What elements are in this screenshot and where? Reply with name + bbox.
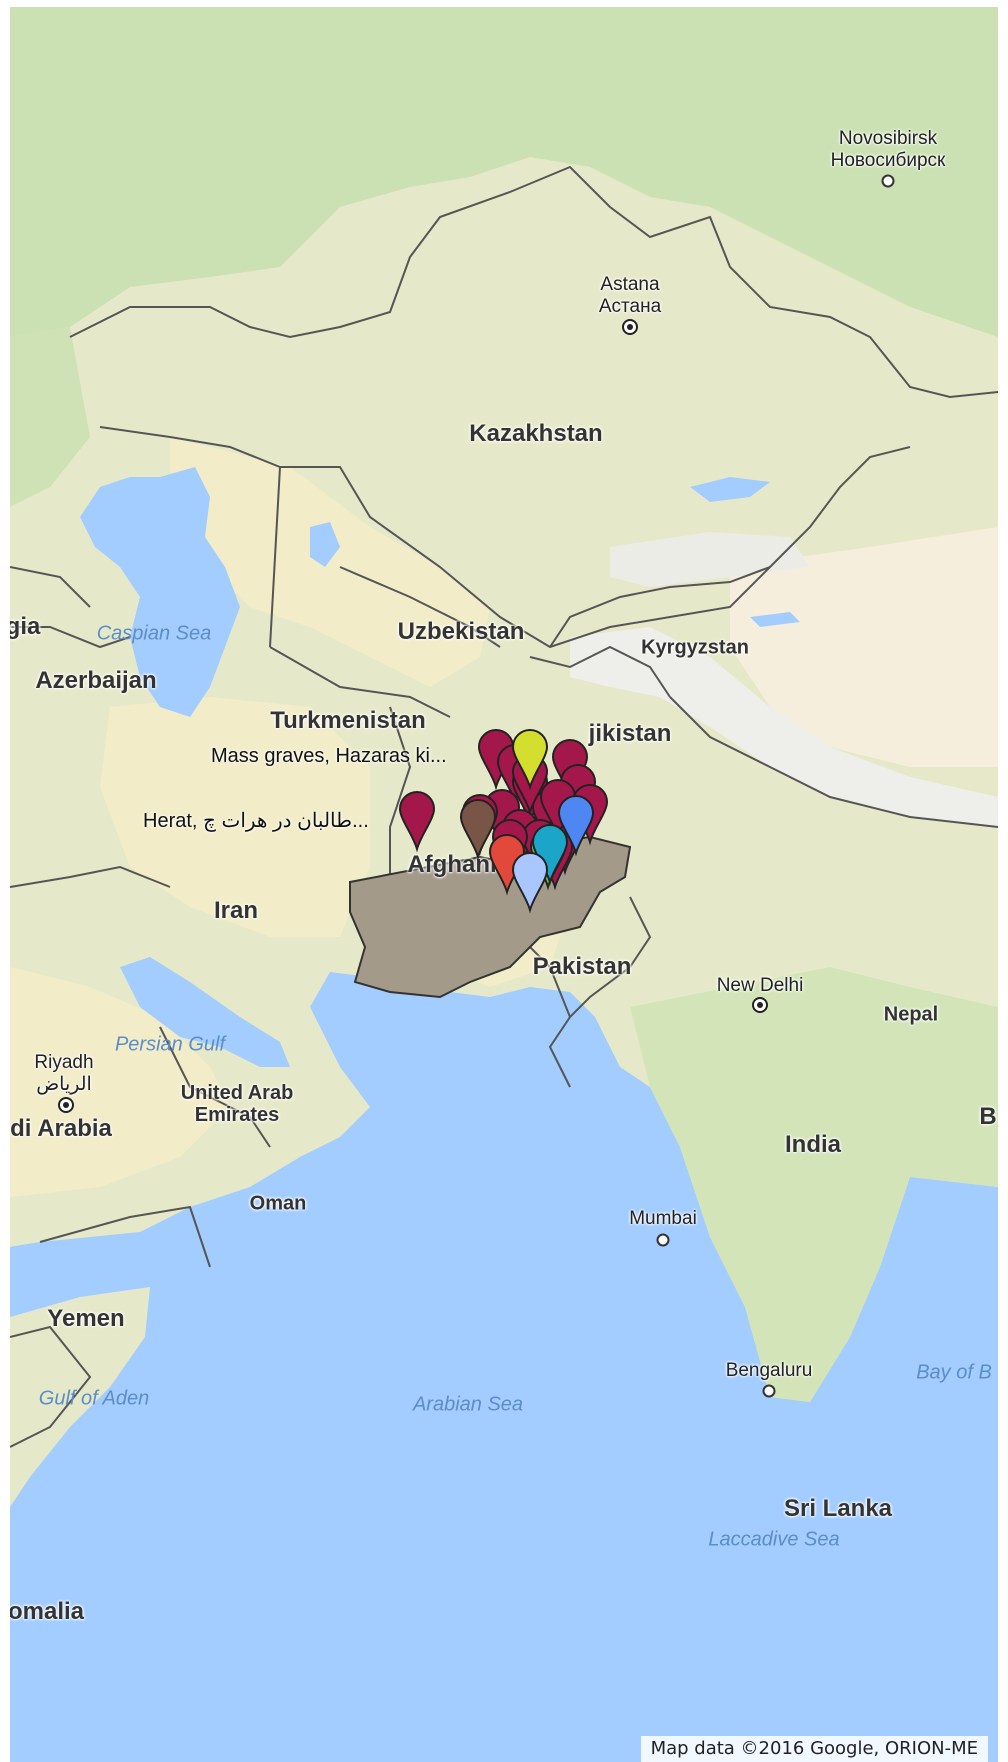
city-label: Novosibirsk Новосибирск [830,128,946,171]
desert-arabia [10,967,230,1197]
city-label: Bengaluru [725,1360,813,1381]
country-label: Uzbekistan [397,618,525,645]
lake-issyk [750,612,800,627]
country-label: B [979,1103,997,1130]
country-label: Yemen [47,1305,125,1332]
land-africa [10,1287,150,1507]
mountains-himalaya [570,627,998,827]
country-label: jikistan [588,720,672,747]
country-label: Turkmenistan [270,707,426,734]
country-label: Oman [249,1192,307,1215]
forest-north [10,7,998,337]
sea-label: Bay of B [916,1361,992,1384]
country-label: Afghani [407,851,497,878]
desert-tibet [730,527,998,767]
mountains-tianshan [610,532,810,587]
country-label: United Arab Emirates [180,1082,294,1126]
city-dot [762,1384,776,1398]
forest-india [630,967,998,1402]
sea-label: Laccadive Sea [708,1528,840,1551]
marker-label[interactable]: Herat, طالبان در هرات چ... [143,810,369,832]
persian-gulf [120,957,290,1067]
country-label: Sri Lanka [783,1495,893,1522]
country-label: gia [10,613,41,640]
capital-marker [622,319,638,335]
sea-label: Persian Gulf [114,1033,226,1056]
sea-label: Arabian Sea [412,1393,524,1416]
country-label: di Arabia [10,1115,112,1142]
city-label: Astana Астана [598,274,662,317]
caspian-sea [80,467,240,717]
red-sea [10,1242,70,1317]
map-pin-icon[interactable] [459,799,497,861]
markers-layer[interactable] [10,7,998,1762]
capital-marker [58,1097,74,1113]
map-attribution: Map data ©2016 Google, ORION-ME [640,1736,988,1762]
map-pin-icon[interactable] [557,795,595,857]
desert-iran [100,697,370,937]
city-dot [656,1233,670,1247]
country-label: Pakistan [532,953,632,980]
forest-west [10,327,90,507]
map-pin-icon[interactable] [398,791,436,853]
desert-central [170,437,490,687]
sea-label: Gulf of Aden [38,1387,150,1410]
country-label: omalia [10,1598,85,1625]
capital-marker [752,997,768,1013]
marker-label[interactable]: Mass graves, Hazaras ki... [211,745,447,767]
lake-aral [310,522,340,567]
country-label: Nepal [883,1003,939,1026]
lake-balkhash [690,477,770,502]
country-label: Kazakhstan [469,420,603,447]
sea-label: Caspian Sea [96,622,212,645]
city-dot [881,174,895,188]
country-label: Kyrgyzstan [641,636,749,659]
map-pin-icon[interactable] [511,852,549,914]
country-label: Iran [213,897,259,924]
country-label: India [784,1131,842,1158]
country-label: Azerbaijan [35,667,157,694]
map-base [10,7,998,1762]
city-label: Mumbai [629,1208,697,1229]
map-pin-icon[interactable] [511,729,549,791]
city-label: New Delhi [716,975,804,996]
map-canvas[interactable]: Kazakhstan Uzbekistan Kyrgyzstan jikista… [10,7,998,1762]
city-label: Riyadh الرياض [34,1052,94,1095]
